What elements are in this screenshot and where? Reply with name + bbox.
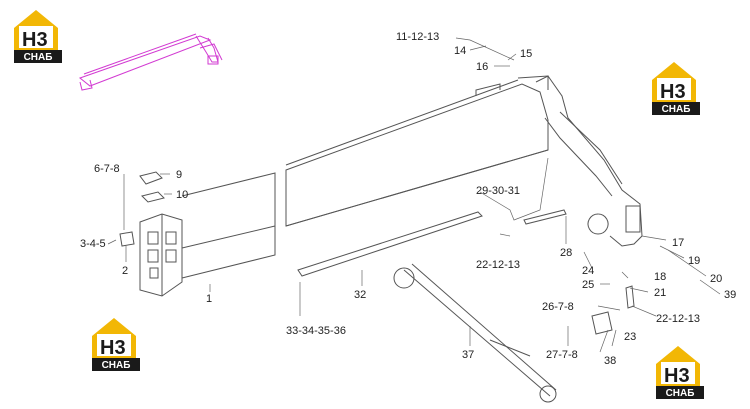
callout-21: 21 <box>654 287 666 299</box>
callout-2: 2 <box>122 265 128 277</box>
logo-mark: H3 <box>664 365 690 387</box>
logo-mark: H3 <box>660 81 686 103</box>
callout-9: 9 <box>176 169 182 181</box>
callout-19: 19 <box>688 255 700 267</box>
logo-mark: H3 <box>100 337 126 359</box>
leader-lines <box>107 37 721 353</box>
callout-18: 18 <box>654 271 666 283</box>
logo-top-right: H3 СНАБ <box>652 62 700 115</box>
callout-20: 20 <box>710 273 722 285</box>
callout-28: 28 <box>560 247 572 259</box>
callout-33-34-35-36: 33-34-35-36 <box>286 325 346 337</box>
callout-32: 32 <box>354 289 366 301</box>
callout-22-12-13-right: 22-12-13 <box>656 313 700 325</box>
callout-26-7-8: 26-7-8 <box>542 301 574 313</box>
logo-text: СНАБ <box>666 388 695 399</box>
callout-16: 16 <box>476 61 488 73</box>
callout-37: 37 <box>462 349 474 361</box>
callout-6-7-8: 6-7-8 <box>94 163 120 175</box>
rails <box>297 209 567 277</box>
callout-17: 17 <box>672 237 684 249</box>
callout-22-12-13-left: 22-12-13 <box>476 259 520 271</box>
end-block <box>139 213 183 297</box>
logo-bottom-right: H3 СНАБ <box>656 346 704 399</box>
callout-11-12-13: 11-12-13 <box>396 31 439 43</box>
callout-38: 38 <box>604 355 616 367</box>
boom-thumbnail <box>78 33 223 91</box>
callout-27-7-8: 27-7-8 <box>546 349 578 361</box>
callout-24: 24 <box>582 265 594 277</box>
logo-bottom-left: H3 СНАБ <box>92 318 140 371</box>
callout-10: 10 <box>176 189 188 201</box>
logo-top-left: H3 СНАБ <box>14 10 62 63</box>
logo-mark: H3 <box>22 29 48 51</box>
bracket-parts <box>591 285 635 335</box>
callout-1: 1 <box>206 293 212 305</box>
callout-14: 14 <box>454 45 466 57</box>
callout-29-30-31: 29-30-31 <box>476 185 520 197</box>
callout-25: 25 <box>582 279 594 291</box>
callout-3-4-5: 3-4-5 <box>80 238 106 250</box>
pad-parts <box>119 171 165 247</box>
main-boom <box>181 75 643 279</box>
cylinder-rod <box>393 263 557 403</box>
logo-text: СНАБ <box>102 360 131 371</box>
logo-text: СНАБ <box>662 104 691 115</box>
callout-23: 23 <box>624 331 636 343</box>
callout-39: 39 <box>724 289 736 301</box>
logo-text: СНАБ <box>24 52 53 63</box>
callout-15: 15 <box>520 48 532 60</box>
